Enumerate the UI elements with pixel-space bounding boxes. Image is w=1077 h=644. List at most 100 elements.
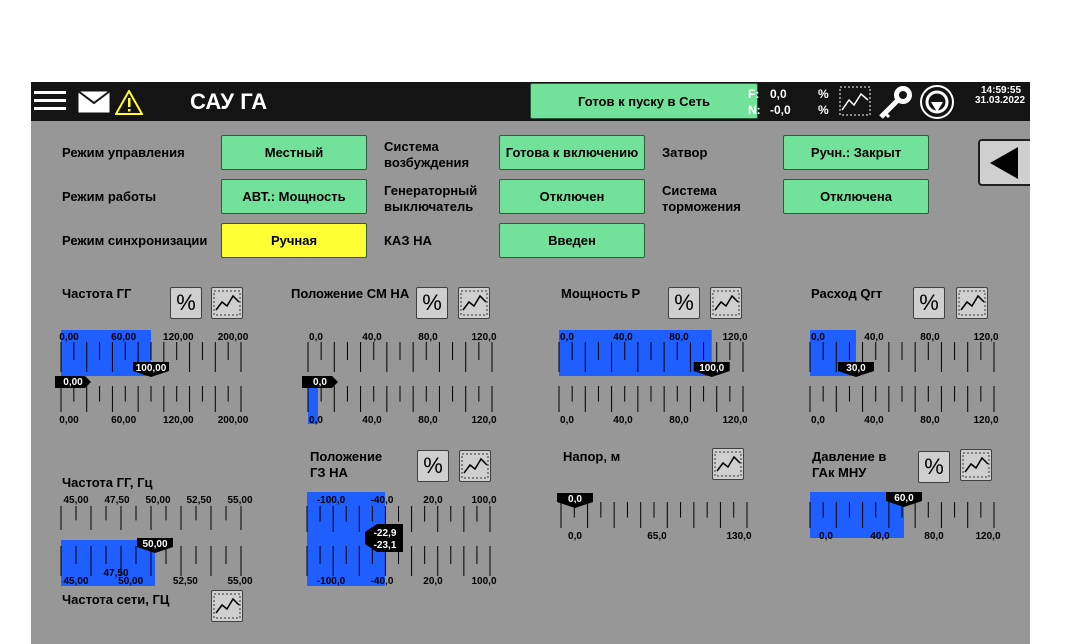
gauge-top-flow-label: 0,0	[811, 332, 825, 343]
freq-hz-label: 47,50	[104, 495, 129, 506]
pressure-label: 0,0	[819, 531, 833, 542]
percent-button-pressure[interactable]: %	[918, 451, 950, 483]
gz-bottom-label: -40,0	[371, 576, 394, 587]
gauge-top-freq-label: 60,00	[111, 332, 136, 343]
trend-button-gz[interactable]	[459, 450, 491, 482]
sync-mode-button[interactable]: Ручная	[221, 223, 367, 258]
f-readout: F: 0,0 %	[748, 87, 838, 101]
trend-icon	[213, 593, 241, 619]
net-freq-title: Частота сети, ГЦ	[62, 592, 170, 607]
net-freq-label: 52,50	[173, 576, 198, 587]
trend-icon	[460, 290, 488, 316]
trend-icon	[958, 290, 986, 316]
n-unit: %	[818, 103, 829, 117]
gauge-top-freq-label: 0,00	[59, 332, 79, 343]
trend-button-head[interactable]	[712, 448, 744, 480]
control-mode-button[interactable]: Местный	[221, 135, 367, 170]
gauge-top-sm-label: 40,0	[362, 332, 382, 343]
gauge-title-sm: Положение СМ НА	[291, 286, 410, 301]
back-arrow-button[interactable]	[978, 139, 1030, 186]
percent-button-sm[interactable]: %	[416, 287, 448, 319]
pressure-title: Давление в ГАк МНУ	[812, 449, 887, 480]
gz-pointer	[365, 524, 403, 552]
gauge-top-sm-label: 0,0	[309, 332, 323, 343]
back-arrow-icon	[990, 147, 1018, 179]
gauge-top-power-label: 0,0	[560, 332, 574, 343]
percent-icon: %	[924, 454, 944, 479]
freq-hz-label: 55,00	[227, 495, 252, 506]
trend-icon	[962, 452, 990, 478]
pressure-pointer	[886, 492, 922, 507]
trend-icon[interactable]	[839, 86, 871, 116]
gauge-bottom-sm-label: 120,0	[471, 415, 496, 426]
net-freq-pointer	[137, 538, 173, 553]
clock-time: 14:59:55	[981, 85, 1022, 96]
gauge-bottom-sm-pointer-label: 0,0	[313, 377, 327, 388]
excitation-button[interactable]: Готова к включению	[499, 135, 645, 170]
gauge-top-freq-label: 120,00	[163, 332, 194, 343]
gauge-bottom-sm-label: 40,0	[362, 415, 382, 426]
gz-value2: -23,1	[374, 540, 397, 551]
warning-icon[interactable]	[114, 88, 144, 115]
kaz-button[interactable]: Введен	[499, 223, 645, 258]
n-readout: N: -0,0 %	[748, 103, 838, 117]
gauge-flow-pointer-label: 30,0	[846, 363, 866, 374]
gauge-top-flow-label: 40,0	[864, 332, 884, 343]
gauge-title-freq: Частота ГГ	[62, 286, 132, 301]
trend-icon	[461, 453, 489, 479]
head-label: 0,0	[568, 531, 582, 542]
breaker-button[interactable]: Отключен	[499, 179, 645, 214]
gauge-top-power-label: 80,0	[669, 332, 689, 343]
gz-top-label: -100,0	[317, 495, 346, 506]
key-icon[interactable]	[875, 84, 915, 120]
mail-icon[interactable]	[77, 90, 111, 114]
gauge-fill-power	[559, 330, 712, 376]
sync-mode-label: Режим синхронизации	[62, 233, 208, 248]
gauge-bottom-flow-label: 40,0	[864, 415, 884, 426]
logo-icon	[919, 84, 955, 120]
work-mode-button[interactable]: АВТ.: Мощность	[221, 179, 367, 214]
n-value: -0,0	[770, 103, 791, 117]
trend-button-flow[interactable]	[956, 287, 988, 319]
head-label: 65,0	[647, 531, 667, 542]
gz-value1: -22,9	[374, 528, 397, 539]
head-pointer	[557, 493, 593, 508]
f-label: F:	[748, 87, 760, 101]
gate-button[interactable]: Ручн.: Закрыт	[783, 135, 929, 170]
percent-button-gz[interactable]: %	[417, 450, 449, 482]
trend-button-pressure[interactable]	[960, 449, 992, 481]
pressure-label: 120,0	[975, 531, 1000, 542]
gauge-top-flow-label: 80,0	[920, 332, 940, 343]
work-mode-label: Режим работы	[62, 189, 157, 204]
trend-button-net[interactable]	[211, 590, 243, 622]
gauge-title-flow: Расход Qгт	[811, 286, 883, 301]
gauge-top-sm-label: 120,0	[471, 332, 496, 343]
gz-top-label: 20,0	[423, 495, 443, 506]
gauge-top-flow-label: 120,0	[973, 332, 998, 343]
trend-icon	[213, 290, 241, 316]
gauge-freq-pointer	[133, 362, 169, 377]
gauge-freq-pointer-label: 100,00	[136, 363, 167, 374]
status-badge: Готов к пуску в Сеть	[530, 83, 758, 119]
trend-button-power[interactable]	[710, 287, 742, 319]
percent-button-freq[interactable]: %	[170, 287, 202, 319]
gz-top-label: 100,0	[471, 495, 496, 506]
gz-bottom-label: 100,0	[471, 576, 496, 587]
trend-icon	[712, 290, 740, 316]
breaker-label: Генераторный выключатель	[384, 183, 478, 214]
menu-icon[interactable]	[34, 88, 66, 114]
trend-icon	[714, 451, 742, 477]
freq-hz-title: Частота ГГ, Гц	[62, 475, 153, 490]
brake-button[interactable]: Отключена	[783, 179, 929, 214]
control-mode-label: Режим управления	[62, 145, 185, 160]
percent-button-power[interactable]: %	[668, 287, 700, 319]
gauge-bottom-sm-label: 0,0	[309, 415, 323, 426]
trend-button-sm[interactable]	[458, 287, 490, 319]
head-title: Напор, м	[563, 449, 621, 464]
gauge-power-pointer-label: 100,0	[699, 363, 724, 374]
gauge-bottom-power-label: 40,0	[613, 415, 633, 426]
pressure-label: 80,0	[924, 531, 944, 542]
trend-button-freq[interactable]	[211, 287, 243, 319]
percent-button-flow[interactable]: %	[913, 287, 945, 319]
top-bar: САУ ГА Готов к пуску в Сеть F: 0,0 % N: …	[31, 82, 1030, 121]
